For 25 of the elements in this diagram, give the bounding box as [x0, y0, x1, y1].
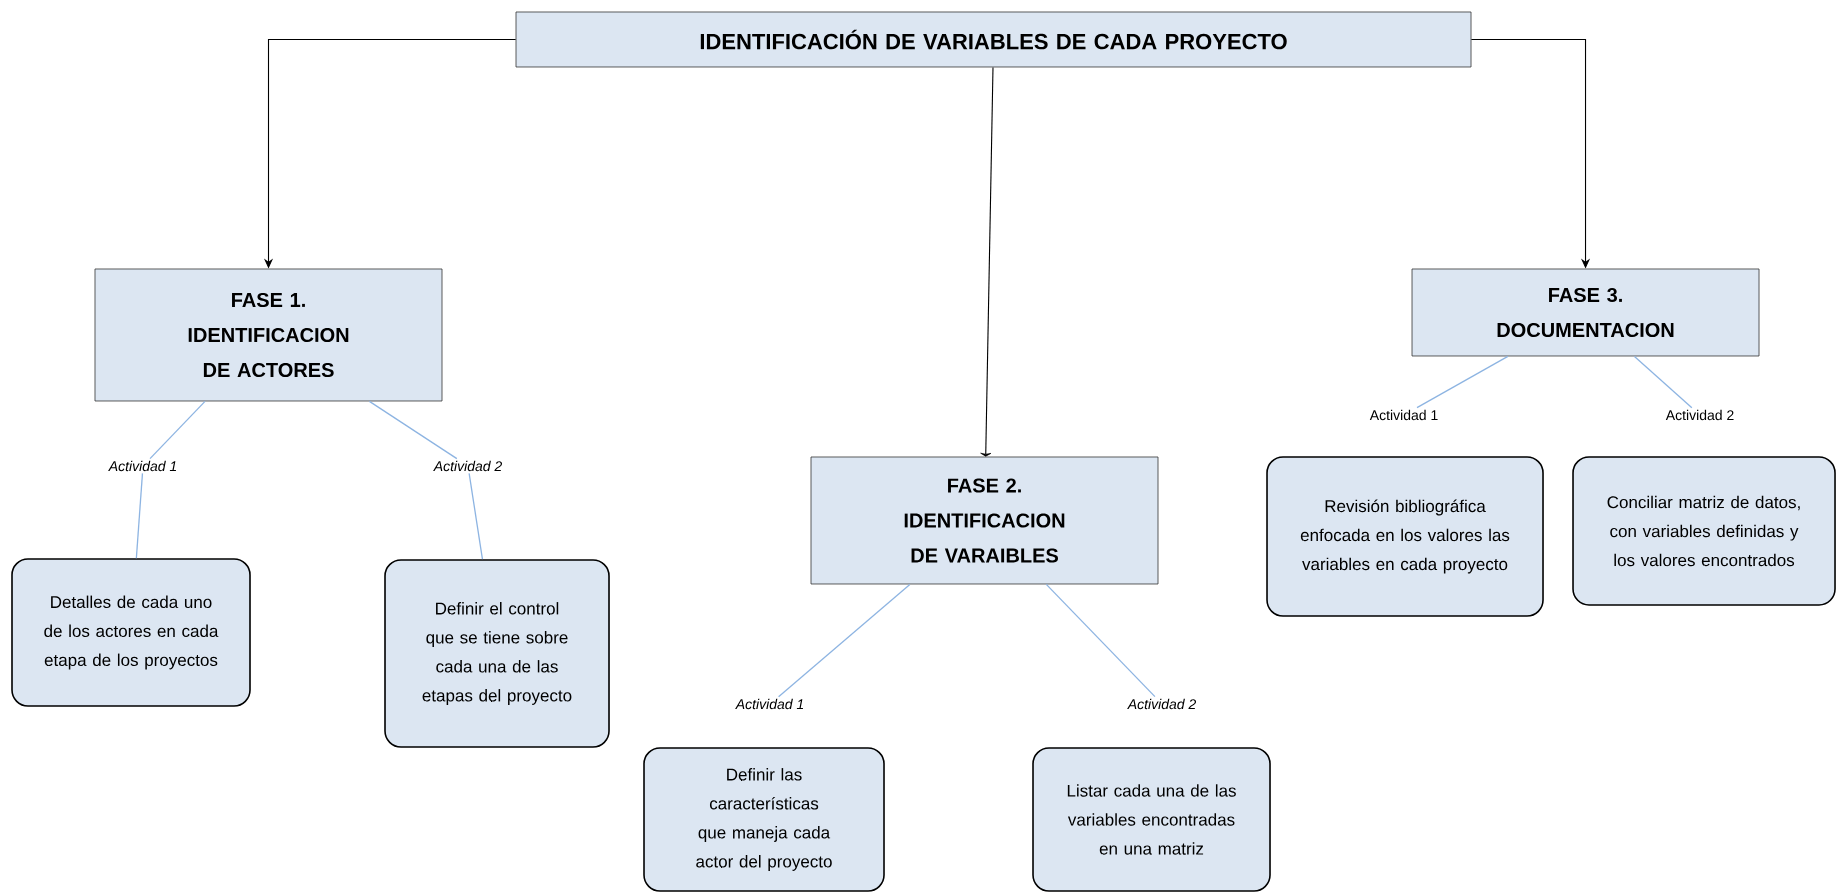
- activity-label: Actividad 2: [1665, 409, 1734, 421]
- phase-box: FASE 2. IDENTIFICACION DE VARAIBLES: [810, 456, 1159, 585]
- activity-box: Definir las características que maneja cada actor del proyecto: [643, 747, 885, 892]
- connector-line: [135, 472, 144, 559]
- activity-box: Detalles de cada uno de los actores en cada etapa de los proyectos: [11, 558, 251, 707]
- activity-label: Actividad 2: [1127, 698, 1197, 710]
- activity-label: Actividad 1: [108, 460, 177, 472]
- connector-line: [149, 400, 206, 460]
- connector-line: [1416, 355, 1509, 409]
- activity-box: Definir el control que se tiene sobre cada una de las etapas del proyecto: [384, 559, 610, 748]
- connector-line: [777, 583, 911, 698]
- activity-label: Actividad 1: [1369, 409, 1438, 421]
- connector-line: [980, 66, 994, 457]
- connector-line: [1045, 583, 1156, 698]
- activity-box: Conciliar matriz de datos, con variables definidas y los valores encontrados: [1572, 456, 1836, 606]
- activity-label: Actividad 1: [735, 698, 804, 710]
- phase-box: FASE 3. DOCUMENTACION: [1411, 268, 1760, 357]
- activity-label: Actividad 2: [433, 460, 503, 472]
- activity-box: Revisión bibliográfica enfocada en los valores las variables en cada proyecto: [1266, 456, 1544, 617]
- phase-box: FASE 1. IDENTIFICACION DE ACTORES: [94, 268, 443, 402]
- connector-line: [468, 472, 484, 560]
- connector-line: [1633, 355, 1693, 409]
- connector-line: [368, 400, 458, 460]
- activity-box: Listar cada una de las variables encontradas en una matriz: [1032, 747, 1271, 892]
- title-box: IDENTIFICACIÓN DE VARIABLES DE CADA PROYECTO: [515, 11, 1472, 68]
